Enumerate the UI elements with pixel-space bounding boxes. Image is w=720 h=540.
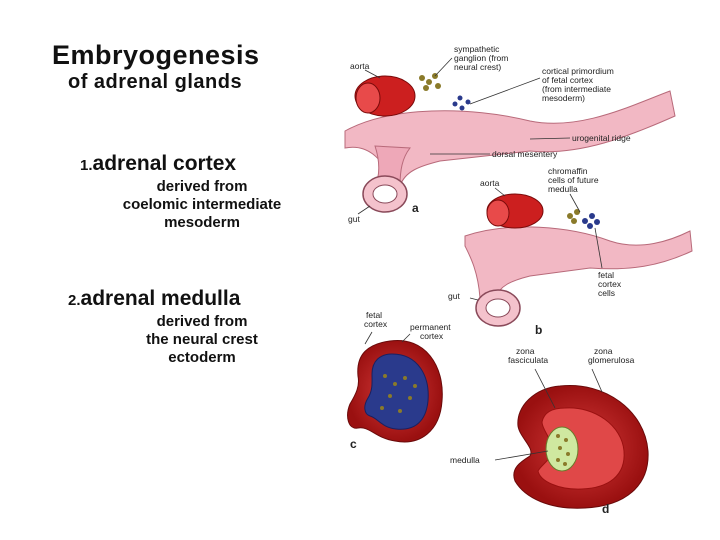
- panel-a-cortical-label: cortical primordium: [542, 66, 614, 76]
- panel-a-sympathetic-label: ganglion (from: [454, 53, 508, 63]
- panel-a-dorsal-label: dorsal mesentery: [492, 149, 558, 159]
- panel-b-tissue: [464, 226, 693, 299]
- point-1-title: adrenal cortex: [92, 152, 237, 175]
- panel-c-letter: c: [350, 437, 357, 451]
- title-line-2: of adrenal glands: [68, 71, 243, 93]
- panel-b-gut-label: gut: [448, 291, 460, 301]
- panel-c-fetal-label: cortex: [364, 319, 388, 329]
- panel-b-fetal-cortex-label: cortex: [598, 279, 622, 289]
- panel-b-chromaffin-label: chromaffin: [548, 166, 588, 176]
- panel-b-fetal-cortex-cells: [582, 213, 600, 229]
- panel-a-gut-label: gut: [348, 214, 360, 224]
- panel-d-fasciculata-label: fasciculata: [508, 355, 548, 365]
- panel-a-cortical-label: (from intermediate: [542, 84, 611, 94]
- point-2-line: the neural crest: [146, 331, 258, 348]
- panel-a-letter: a: [412, 201, 419, 215]
- panel-d-glomerulosa-label: zona: [594, 346, 613, 356]
- point-2-number: 2.: [68, 292, 81, 309]
- panel-c-medulla-cells: [380, 374, 417, 413]
- point-1-number: 1.: [80, 157, 93, 174]
- point-2-line: ectoderm: [168, 349, 236, 366]
- panel-a-sympathetic-label: sympathetic: [454, 44, 500, 54]
- embryology-figure: aorta sympathetic ganglion (from neural …: [344, 44, 693, 516]
- panel-b-chromaffin-label: medulla: [548, 184, 578, 194]
- point-2-title: adrenal medulla: [80, 287, 241, 310]
- point-1-line: derived from: [156, 178, 248, 195]
- panel-d-glomerulosa-label: glomerulosa: [588, 355, 635, 365]
- title-line-1: Embryogenesis: [52, 40, 260, 70]
- panel-b-chromaffin-label: cells of future: [548, 175, 599, 185]
- panel-a-sympathetic-label: neural crest): [454, 62, 501, 72]
- panel-c-permanent-label: cortex: [420, 331, 444, 341]
- panel-a-cortical-cells: [452, 95, 471, 111]
- panel-d: zona fasciculata zona glomerulosa medull…: [450, 346, 649, 516]
- panel-b-aorta-label: aorta: [480, 178, 500, 188]
- panel-d-medulla-label: medulla: [450, 455, 480, 465]
- panel-d-letter: d: [602, 502, 609, 516]
- panel-a-urogenital-label: urogenital ridge: [572, 133, 631, 143]
- panel-a-cortical-label: of fetal cortex: [542, 75, 594, 85]
- point-1-line: mesoderm: [164, 214, 240, 231]
- panel-c-medulla: [364, 353, 429, 430]
- panel-c: fetal cortex permanent cortex c: [347, 310, 451, 451]
- point-1-line: coelomic intermediate: [122, 196, 282, 213]
- panel-a-aorta-label: aorta: [350, 61, 370, 71]
- panel-b-fetal-cortex-label: cells: [598, 288, 615, 298]
- panel-b-chromaffin-cells: [567, 209, 580, 224]
- point-1-description: derived from coelomic intermediate mesod…: [62, 178, 342, 232]
- panel-b-fetal-cortex-label: fetal: [598, 270, 614, 280]
- panel-d-medulla: [545, 426, 579, 472]
- panel-d-medulla-cells: [556, 434, 570, 466]
- point-2-heading: 2.adrenal medulla: [68, 287, 240, 311]
- panel-c-fetal-label: fetal: [366, 310, 382, 320]
- panel-c-permanent-label: permanent: [410, 322, 451, 332]
- panel-d-fasciculata-label: zona: [516, 346, 535, 356]
- point-1-heading: 1.adrenal cortex: [80, 152, 236, 176]
- panel-b-letter: b: [535, 323, 542, 337]
- panel-b: aorta chromaffin cells of future medulla…: [448, 166, 693, 337]
- panel-a: aorta sympathetic ganglion (from neural …: [344, 44, 676, 224]
- panel-a-ganglion: [419, 73, 441, 91]
- point-2-line: derived from: [156, 313, 248, 330]
- point-2-description: derived from the neural crest ectoderm: [62, 313, 342, 367]
- panel-a-cortical-label: mesoderm): [542, 93, 585, 103]
